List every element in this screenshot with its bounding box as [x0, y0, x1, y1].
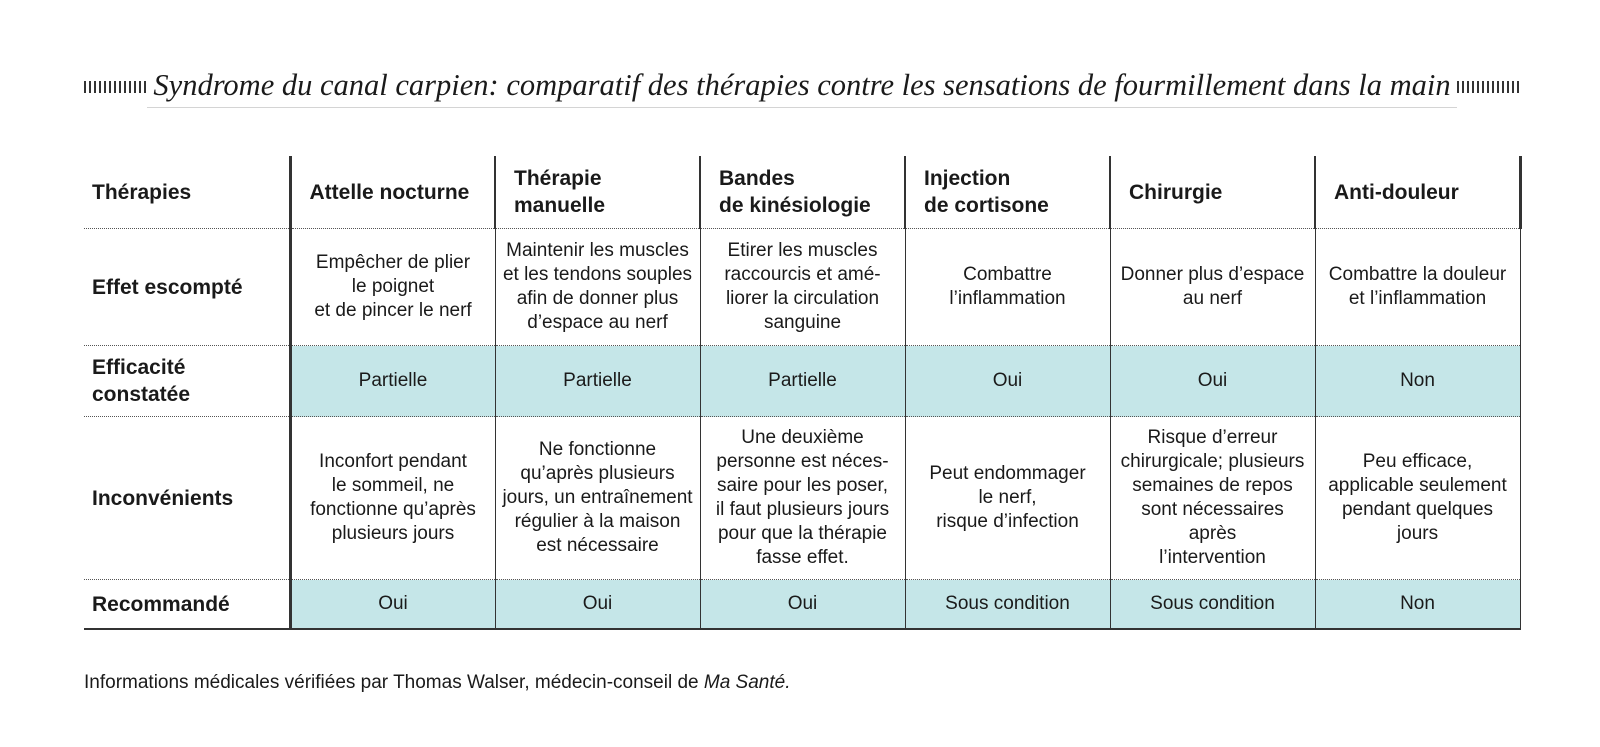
title-hatch-left [84, 81, 148, 93]
table-cell: Peu efficace, applicable seulement penda… [1314, 416, 1521, 580]
table-cell: Une deuxième personne est néces- saire p… [699, 416, 905, 580]
table-cell: Etirer les muscles raccourcis et amé- li… [699, 228, 905, 346]
table-cell: Oui [494, 579, 700, 630]
table-cell: Sous condition [1109, 579, 1315, 630]
table-cell: Partielle [699, 345, 905, 417]
table-cell: Ne fonctionne qu’après plusieurs jours, … [494, 416, 700, 580]
table-cell: Risque d’erreur chirurgicale; plusieurs … [1109, 416, 1315, 580]
page-title: Syndrome du canal carpien: comparatif de… [147, 66, 1457, 108]
table-cell: Combattre l’inflammation [904, 228, 1110, 346]
header-therapies: Thérapies [84, 156, 290, 229]
table-cell: Oui [904, 345, 1110, 417]
table-row: Efficacité constatée Partielle Partielle… [84, 345, 1521, 417]
table-cell: Non [1314, 579, 1521, 630]
row-header: Recommandé [84, 579, 290, 630]
column-header: Bandes de kinésiologie [699, 156, 905, 229]
row-header: Effet escompté [84, 228, 290, 346]
table-row: Inconvénients Inconfort pendant le somme… [84, 416, 1521, 580]
table-row: Effet escompté Empêcher de plier le poig… [84, 228, 1521, 346]
column-header: Chirurgie [1109, 156, 1315, 229]
title-hatch-right [1456, 81, 1521, 93]
title-row: Syndrome du canal carpien: comparatif de… [84, 66, 1521, 108]
table-cell: Partielle [288, 345, 495, 417]
table-cell: Donner plus d’espace au nerf [1109, 228, 1315, 346]
table-cell: Oui [699, 579, 905, 630]
table-cell: Empêcher de plier le poignet et de pince… [288, 228, 495, 346]
table-cell: Oui [288, 579, 495, 630]
row-header: Efficacité constatée [84, 345, 290, 417]
footer-credit: Informations médicales vérifiées par Tho… [84, 672, 790, 694]
table-cell: Combattre la douleur et l’inflammation [1314, 228, 1521, 346]
column-header: Anti-douleur [1314, 156, 1522, 229]
table-cell: Non [1314, 345, 1521, 417]
footer-source: Ma Santé. [703, 672, 791, 693]
footer-text: Informations médicales vérifiées par Tho… [84, 672, 704, 693]
table-row: Recommandé Oui Oui Oui Sous condition So… [84, 579, 1521, 630]
table-cell: Peut endommager le nerf, risque d’infect… [904, 416, 1110, 580]
table-header-row: Thérapies Attelle nocturne Thérapie manu… [84, 156, 1522, 229]
table-cell: Inconfort pendant le sommeil, ne fonctio… [288, 416, 495, 580]
table-cell: Sous condition [904, 579, 1110, 630]
column-header: Attelle nocturne [288, 156, 495, 229]
row-header: Inconvénients [84, 416, 290, 580]
table-cell: Oui [1109, 345, 1315, 417]
table-cell: Maintenir les muscles et les tendons sou… [494, 228, 700, 346]
therapy-comparison-table: Thérapies Attelle nocturne Thérapie manu… [84, 156, 1522, 630]
table-cell: Partielle [494, 345, 700, 417]
column-header: Thérapie manuelle [494, 156, 700, 229]
column-header: Injection de cortisone [904, 156, 1110, 229]
